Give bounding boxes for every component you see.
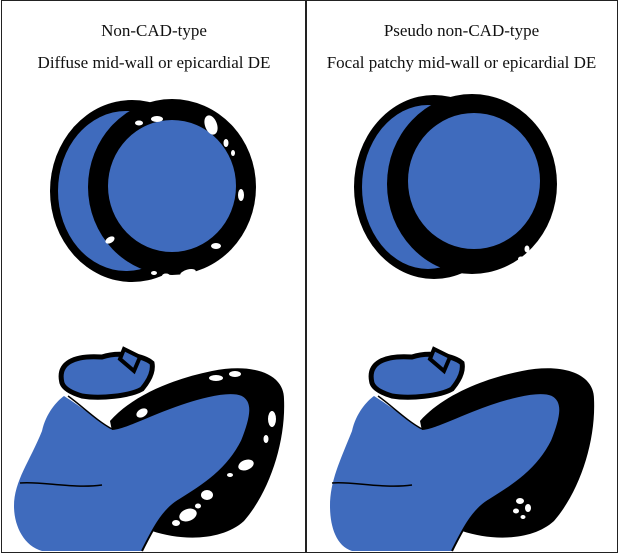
lv-cavity: [408, 113, 540, 249]
lv-cavity: [108, 120, 236, 252]
short-axis-view: [50, 99, 256, 282]
short-axis-and-long-axis-illustrations: [2, 1, 308, 554]
short-axis-and-long-axis-illustrations: [306, 1, 619, 554]
panel-pseudo-non-cad-type: Pseudo non-CAD-type Focal patchy mid-wal…: [305, 0, 618, 553]
long-axis-view: [330, 349, 594, 551]
short-axis-view: [354, 94, 557, 279]
panel-non-cad-type: Non-CAD-type Diffuse mid-wall or epicard…: [1, 0, 307, 553]
long-axis-view: [14, 349, 284, 551]
